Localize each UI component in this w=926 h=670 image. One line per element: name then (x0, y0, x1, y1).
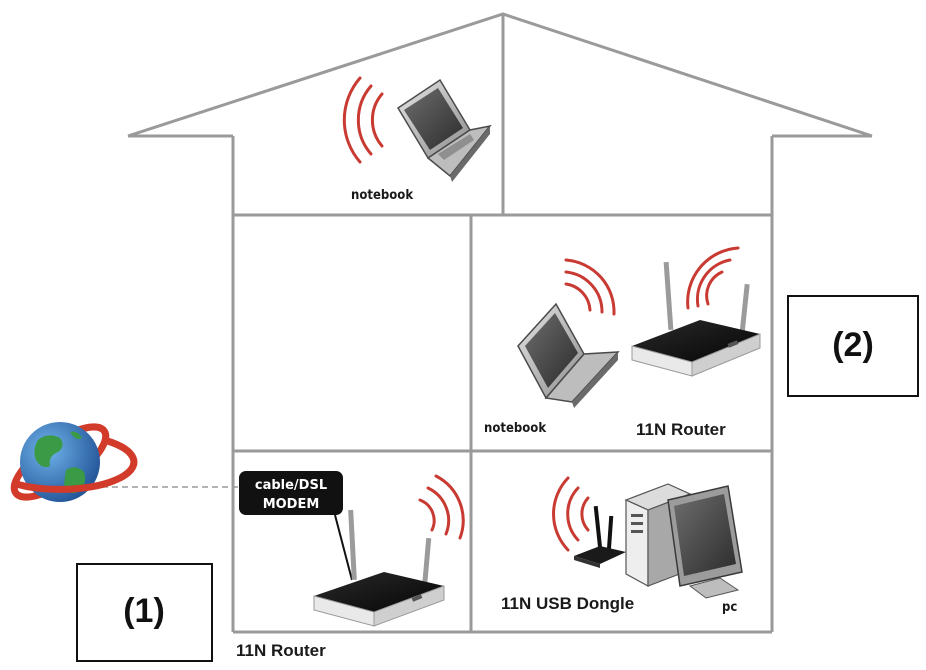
modem-label-line2: MODEM (263, 497, 320, 512)
usb-dongle-icon (574, 505, 626, 568)
house-outline (127, 12, 873, 634)
monitor-icon (667, 485, 743, 599)
router-mid: 11N Router (631, 246, 761, 439)
notebook-top-label: notebook (351, 188, 413, 203)
modem-label-line1: cable/DSL (255, 478, 327, 493)
router-mid-label: 11N Router (636, 420, 726, 439)
router-bottom: 11N Router (236, 474, 465, 660)
globe-icon (10, 422, 138, 502)
wifi-waves-icon (686, 246, 740, 310)
router-icon (631, 261, 761, 377)
usb-dongle: 11N USB Dongle (501, 476, 634, 613)
modem-badge: cable/DSL MODEM (239, 471, 343, 515)
router-icon (313, 509, 445, 627)
callout-box-1: (1) (76, 563, 213, 662)
pc-label: pc (722, 600, 737, 615)
callout-box-1-label: (1) (123, 592, 165, 630)
wifi-waves-icon (564, 258, 616, 316)
callout-box-2: (2) (787, 295, 919, 397)
router-bottom-label: 11N Router (236, 641, 326, 660)
notebook-mid: notebook (484, 258, 620, 436)
wifi-waves-icon (552, 476, 590, 552)
notebook-icon (396, 78, 492, 182)
notebook-top: notebook (342, 76, 492, 203)
pc: pc (624, 483, 743, 615)
usb-dongle-label: 11N USB Dongle (501, 594, 634, 613)
wifi-waves-icon (342, 76, 384, 164)
notebook-mid-label: notebook (484, 421, 546, 436)
callout-box-2-label: (2) (832, 326, 874, 364)
wifi-waves-icon (418, 474, 465, 540)
modem-cable (334, 514, 353, 581)
notebook-icon (517, 302, 620, 408)
